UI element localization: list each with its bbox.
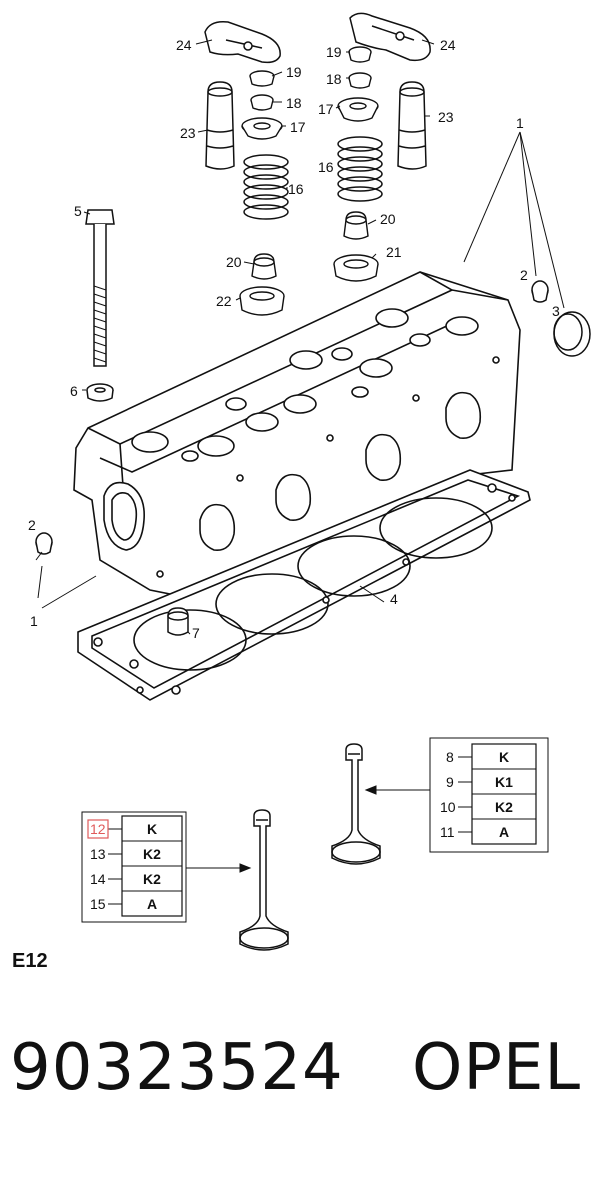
row-number: 14 bbox=[90, 871, 106, 887]
valve-stem-seal-right bbox=[343, 211, 369, 240]
valve-spring-retainer-right bbox=[337, 97, 379, 122]
callout-5: 5 bbox=[74, 203, 82, 219]
head-plug-large bbox=[553, 311, 591, 357]
rocker-arm-left bbox=[204, 20, 281, 64]
hydraulic-lifter-left bbox=[205, 81, 235, 170]
row-number-highlighted: 12 bbox=[90, 821, 106, 837]
variant-code: K2 bbox=[495, 799, 513, 815]
callout-24-left: 24 bbox=[176, 37, 192, 53]
callout-23-left: 23 bbox=[180, 125, 196, 141]
valve-stem-seal-left bbox=[251, 253, 277, 280]
bolt-washer bbox=[86, 383, 114, 402]
callout-23-right: 23 bbox=[438, 109, 454, 125]
callout-2-right: 2 bbox=[520, 267, 528, 283]
callout-7: 7 bbox=[192, 625, 200, 641]
callout-1-top: 1 bbox=[516, 115, 524, 131]
rocker-arm-right bbox=[349, 12, 431, 62]
row-number: 11 bbox=[440, 824, 455, 840]
valve-left bbox=[239, 809, 289, 951]
callout-21: 21 bbox=[386, 244, 402, 260]
head-plug-small-left bbox=[35, 532, 53, 555]
section-code: E12 bbox=[12, 950, 48, 972]
brand-name: OPEL bbox=[412, 1031, 582, 1105]
row-number: 9 bbox=[446, 774, 454, 790]
arrow-left-table bbox=[186, 863, 252, 873]
highlighted-row-box bbox=[87, 819, 109, 839]
row-number: 13 bbox=[90, 846, 106, 862]
callout-2-left: 2 bbox=[28, 517, 36, 533]
variant-code: A bbox=[499, 824, 509, 840]
row-number: 8 bbox=[446, 749, 454, 765]
variant-table-left: 12 13 14 15 K K2 K2 A bbox=[81, 811, 187, 923]
cylinder-head bbox=[73, 271, 521, 597]
valve-key-right bbox=[348, 46, 372, 89]
callout-17-left: 17 bbox=[290, 119, 306, 135]
variant-code: K bbox=[499, 749, 509, 765]
row-number: 15 bbox=[90, 896, 106, 912]
callout-1-left: 1 bbox=[30, 613, 38, 629]
callout-3: 3 bbox=[552, 303, 560, 319]
head-plug-small-right bbox=[531, 280, 549, 303]
spring-seat-left bbox=[239, 286, 285, 316]
valve-spring-retainer-left bbox=[241, 117, 283, 140]
arrow-right-table bbox=[364, 785, 430, 795]
callout-6: 6 bbox=[70, 383, 78, 399]
callout-labels: 24 24 19 19 18 18 17 17 23 23 16 16 20 2… bbox=[28, 37, 560, 641]
callout-17-right: 17 bbox=[318, 101, 334, 117]
callout-19-right: 19 bbox=[326, 44, 342, 60]
callout-16-left: 16 bbox=[288, 181, 304, 197]
spring-seat-right bbox=[333, 254, 379, 282]
valve-right bbox=[331, 743, 381, 865]
variant-code: K bbox=[147, 821, 157, 837]
row-number: 10 bbox=[440, 799, 456, 815]
callout-16-right: 16 bbox=[318, 159, 334, 175]
valve-spring-left bbox=[243, 154, 289, 220]
variant-code: K1 bbox=[495, 774, 513, 790]
callout-22: 22 bbox=[216, 293, 232, 309]
head-gasket bbox=[77, 469, 531, 701]
variant-code: A bbox=[147, 896, 157, 912]
callout-19-left: 19 bbox=[286, 64, 302, 80]
valve-key-left bbox=[249, 70, 275, 111]
callout-24-right: 24 bbox=[440, 37, 456, 53]
cylinder-head-bolt bbox=[85, 209, 115, 367]
valve-spring-right bbox=[337, 136, 383, 202]
hydraulic-lifter-right bbox=[397, 81, 427, 170]
callout-18-right: 18 bbox=[326, 71, 342, 87]
callout-4: 4 bbox=[390, 591, 398, 607]
variant-table-right: 8 9 10 11 K K1 K2 A bbox=[429, 737, 549, 853]
callout-20-right: 20 bbox=[380, 211, 396, 227]
dowel-pin bbox=[167, 607, 189, 636]
callout-18-left: 18 bbox=[286, 95, 302, 111]
callout-20-left: 20 bbox=[226, 254, 242, 270]
part-number: 90323524 bbox=[10, 1031, 344, 1105]
leader-lines bbox=[35, 39, 565, 635]
variant-code: K2 bbox=[143, 871, 161, 887]
variant-code: K2 bbox=[143, 846, 161, 862]
